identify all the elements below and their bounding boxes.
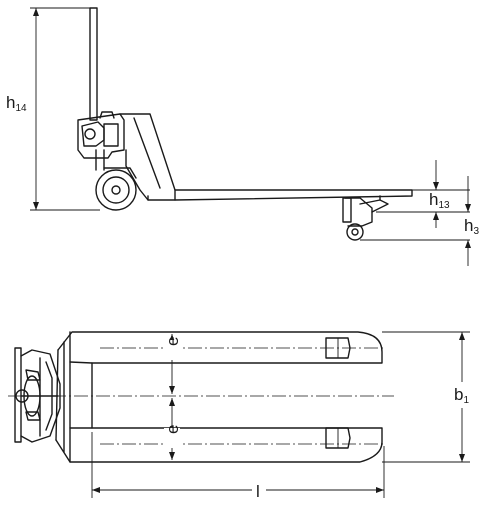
fork-outline [55,331,383,463]
label-e-bottom: e [163,425,182,434]
fork-roller-openings [325,337,351,449]
label-h13: h13 [429,190,450,211]
label-h3: h3 [464,216,479,237]
dimension-labels: h14 h13 h3 e e b1 l [4,93,479,501]
dimension-h14 [30,7,100,211]
steering-assembly-top [14,347,61,443]
top-view [8,331,470,498]
label-h14: h14 [6,93,27,114]
chassis-frame [119,113,413,201]
load-roller [342,195,389,241]
pump-unit [77,111,125,171]
centre-lines [8,347,394,445]
label-b1: b1 [454,385,469,406]
dimension-l [91,432,385,498]
label-l: l [256,482,260,501]
label-e-top: e [163,337,182,346]
tiller-handle [89,7,98,121]
side-view [30,7,471,266]
steering-wheel [95,167,137,211]
dimension-h13-h3 [360,160,471,266]
